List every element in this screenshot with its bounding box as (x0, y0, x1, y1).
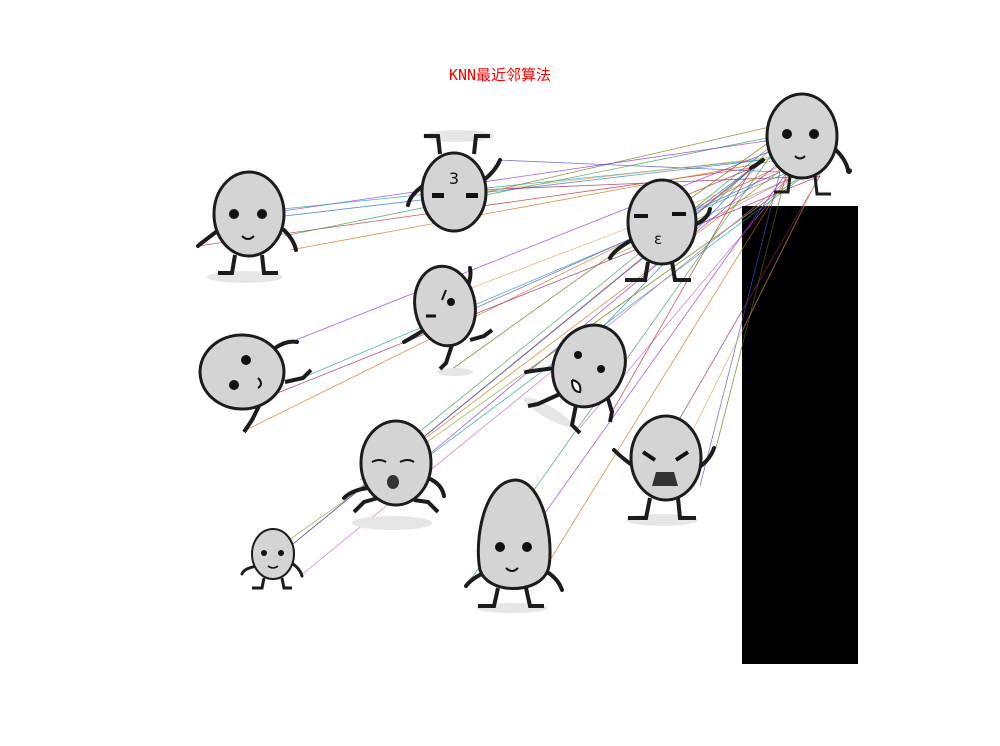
match-line (245, 155, 801, 431)
egg-9 (240, 528, 304, 590)
match-line (611, 167, 753, 413)
match-line (469, 119, 801, 197)
match-line (497, 159, 781, 173)
black-block (742, 206, 858, 664)
query-egg (749, 92, 852, 196)
egg-10 (464, 478, 564, 613)
egg-5 (198, 333, 313, 434)
match-line (505, 133, 815, 569)
diagram-title: KNN最近邻算法 (448, 66, 552, 84)
match-line (679, 149, 833, 457)
egg-1 (196, 170, 298, 283)
egg-7 (342, 419, 446, 530)
egg-6 (523, 323, 627, 435)
match-line (395, 133, 815, 483)
match-line (269, 175, 821, 397)
match-line (289, 155, 801, 251)
match-line (215, 159, 764, 225)
match-line (261, 133, 815, 215)
egg-3: ε (608, 178, 712, 282)
match-line (233, 151, 837, 215)
egg-8 (612, 414, 716, 526)
match-line (699, 171, 781, 487)
egg-2: 3 (406, 130, 502, 233)
match-line (549, 155, 801, 561)
match-line (359, 133, 787, 481)
match-line (439, 149, 833, 197)
match-line (295, 133, 815, 341)
match-line (409, 151, 837, 471)
egg-4 (402, 264, 494, 376)
svg-text:3: 3 (449, 169, 459, 188)
svg-text:ε: ε (654, 230, 662, 248)
